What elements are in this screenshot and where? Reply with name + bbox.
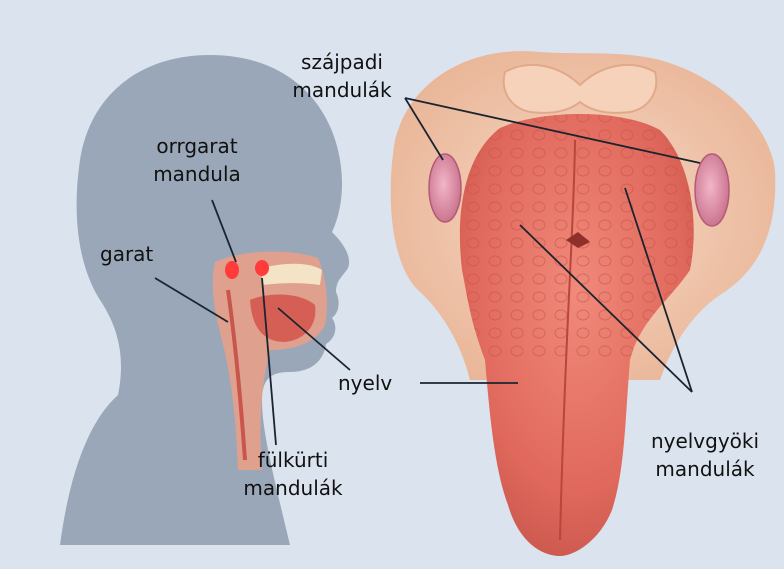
label-lingual-line2: mandulák (630, 455, 780, 483)
label-palatine-line1: szájpadi (272, 48, 412, 76)
label-palatine-tonsils: szájpadi mandulák (272, 48, 412, 104)
label-pharynx: garat (100, 240, 153, 268)
label-lingual-tonsils: nyelvgyöki mandulák (630, 427, 780, 483)
label-tubal-tonsils: fülkürti mandulák (228, 446, 358, 502)
palatine-tonsil-right (695, 154, 729, 226)
palatine-tonsil-left (429, 154, 461, 222)
nasal-palate (262, 264, 322, 285)
label-lingual-line1: nyelvgyöki (630, 427, 780, 455)
adenoid-highlight (225, 261, 239, 279)
label-palatine-line2: mandulák (272, 76, 412, 104)
tubal-highlight (255, 260, 269, 276)
label-adenoid: orrgarat mandula (132, 132, 262, 188)
label-adenoid-line1: orrgarat (132, 132, 262, 160)
label-tubal-line1: fülkürti (228, 446, 358, 474)
label-tubal-line2: mandulák (228, 474, 358, 502)
label-adenoid-line2: mandula (132, 160, 262, 188)
label-tongue: nyelv (338, 369, 392, 397)
